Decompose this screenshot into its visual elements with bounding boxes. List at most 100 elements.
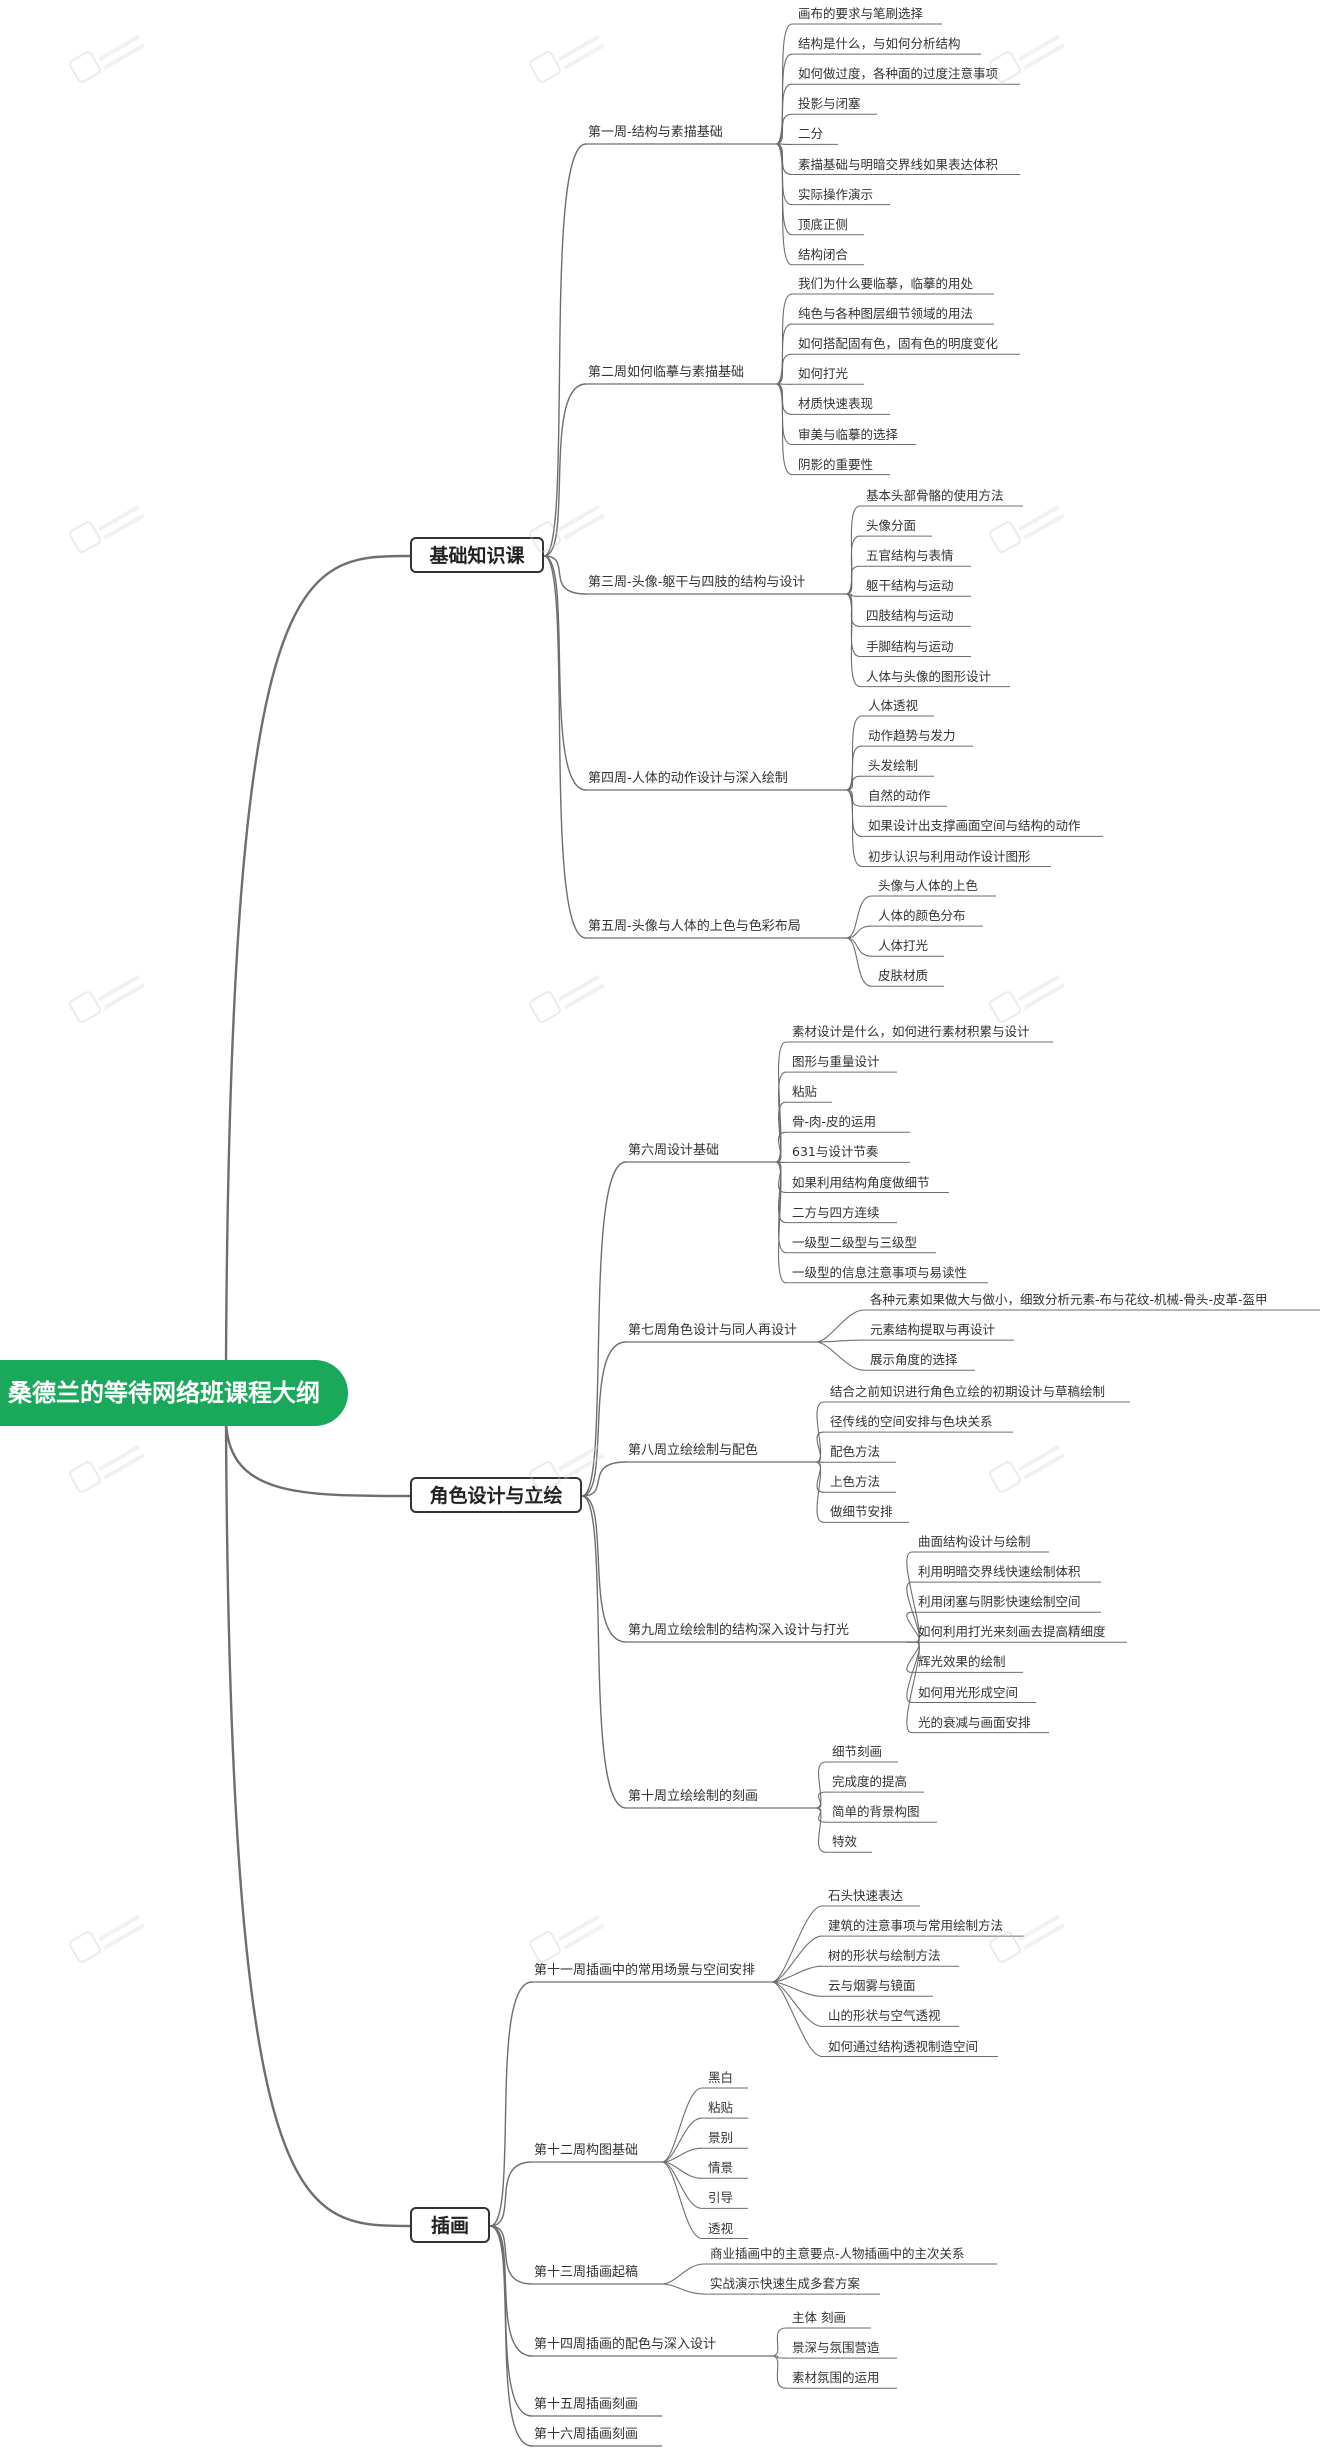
leaf-node[interactable]: 元素结构提取与再设计: [870, 1322, 996, 1338]
leaf-node[interactable]: 手脚结构与运动: [866, 638, 954, 654]
leaf-node[interactable]: 商业插画中的主意要点-人物插画中的主次关系: [710, 2246, 965, 2261]
week-node[interactable]: 第五周-头像与人体的上色与色彩布局: [588, 919, 801, 934]
leaf-node[interactable]: 画布的要求与笔刷选择: [798, 6, 924, 21]
leaf-node[interactable]: 利用明暗交界线快速绘制体积: [918, 1564, 1081, 1580]
leaf-node[interactable]: 石头快速表达: [828, 1888, 904, 1903]
leaf-node[interactable]: 投影与闭塞: [798, 96, 861, 112]
week-node[interactable]: 第十四周插画的配色与深入设计: [534, 2337, 717, 2352]
leaf-node[interactable]: 辉光效果的绘制: [918, 1654, 1006, 1670]
leaf-node[interactable]: 如何利用打光来刻画去提高精细度: [918, 1624, 1106, 1640]
leaf-node[interactable]: 头像分面: [866, 518, 917, 534]
week-node[interactable]: 第二周如何临摹与素描基础: [588, 365, 745, 380]
leaf-node[interactable]: 结构是什么，与如何分析结构: [798, 36, 961, 52]
leaf-node[interactable]: 山的形状与空气透视: [828, 2008, 941, 2024]
leaf-node[interactable]: 云与烟雾与镜面: [828, 1978, 916, 1994]
leaf-node[interactable]: 自然的动作: [868, 788, 931, 804]
leaf-node[interactable]: 素描基础与明暗交界线如果表达体积: [798, 156, 999, 172]
leaf-node[interactable]: 透视: [708, 2220, 734, 2236]
leaf-node[interactable]: 径传线的空间安排与色块关系: [830, 1414, 993, 1430]
leaf-link: [775, 53, 793, 145]
leaf-node[interactable]: 基本头部骨骼的使用方法: [866, 488, 1004, 503]
leaf-node[interactable]: 建筑的注意事项与常用绘制方法: [828, 1918, 1004, 1934]
leaf-node[interactable]: 人体透视: [868, 698, 919, 713]
leaf-node[interactable]: 如果设计出支撑画面空间与结构的动作: [868, 818, 1081, 834]
leaf-node[interactable]: 材质快速表现: [798, 396, 874, 412]
week-node[interactable]: 第九周立绘绘制的结构深入设计与打光: [628, 1623, 850, 1638]
leaf-node[interactable]: 头发绘制: [868, 758, 919, 774]
leaf-node[interactable]: 审美与临摹的选择: [798, 426, 899, 442]
branch-node-0[interactable]: 基础知识课: [410, 537, 544, 573]
leaf-node[interactable]: 二分: [798, 126, 824, 142]
leaf-node[interactable]: 实战演示快速生成多套方案: [710, 2276, 861, 2292]
leaf-node[interactable]: 二方与四方连续: [792, 1204, 880, 1220]
leaf-node[interactable]: 展示角度的选择: [870, 1352, 958, 1368]
leaf-node[interactable]: 一级型的信息注意事项与易读性: [792, 1264, 968, 1280]
leaf-node[interactable]: 光的衰减与画面安排: [918, 1714, 1031, 1730]
leaf-node[interactable]: 人体打光: [878, 938, 929, 954]
leaf-node[interactable]: 四肢结构与运动: [866, 608, 954, 624]
leaf-node[interactable]: 头像与人体的上色: [878, 878, 979, 893]
leaf-node[interactable]: 景别: [708, 2130, 734, 2146]
leaf-node[interactable]: 结合之前知识进行角色立绘的初期设计与草稿绘制: [830, 1384, 1106, 1399]
leaf-node[interactable]: 如何通过结构透视制造空间: [828, 2038, 979, 2054]
leaf-node[interactable]: 上色方法: [830, 1474, 881, 1490]
week-node[interactable]: 第十周立绘绘制的刻画: [628, 1789, 759, 1804]
leaf-node[interactable]: 骨-肉-皮的运用: [792, 1114, 877, 1130]
leaf-node[interactable]: 我们为什么要临摹，临摹的用处: [798, 276, 974, 291]
week-node[interactable]: 第十五周插画刻画: [534, 2397, 639, 2412]
week-node[interactable]: 第十六周插画刻画: [534, 2427, 639, 2442]
leaf-node[interactable]: 动作趋势与发力: [868, 728, 956, 744]
leaf-node[interactable]: 皮肤材质: [878, 968, 929, 984]
leaf-node[interactable]: 做细节安排: [830, 1504, 893, 1520]
week-node[interactable]: 第六周设计基础: [628, 1143, 720, 1158]
leaf-node[interactable]: 如果利用结构角度做细节: [792, 1174, 930, 1190]
leaf-node[interactable]: 细节刻画: [832, 1744, 883, 1759]
week-node[interactable]: 第十二周构图基础: [534, 2143, 639, 2158]
leaf-node[interactable]: 树的形状与绘制方法: [828, 1948, 941, 1964]
leaf-node[interactable]: 配色方法: [830, 1444, 881, 1460]
leaf-node[interactable]: 躯干结构与运动: [866, 578, 954, 594]
leaf-node[interactable]: 如何打光: [798, 366, 849, 382]
leaf-node[interactable]: 顶底正侧: [798, 216, 849, 232]
leaf-node[interactable]: 各种元素如果做大与做小，细致分析元素-布与花纹-机械-骨头-皮革-盔甲: [870, 1292, 1268, 1307]
week-node[interactable]: 第一周-结构与素描基础: [588, 125, 723, 140]
leaf-node[interactable]: 简单的背景构图: [832, 1804, 920, 1820]
leaf-node[interactable]: 素材氛围的运用: [792, 2370, 880, 2386]
leaf-node[interactable]: 如何用光形成空间: [918, 1684, 1019, 1700]
leaf-node[interactable]: 粘贴: [792, 1084, 818, 1100]
leaf-node[interactable]: 曲面结构设计与绘制: [918, 1534, 1031, 1549]
leaf-node[interactable]: 主体 刻画: [792, 2310, 846, 2325]
week-node[interactable]: 第四周-人体的动作设计与深入绘制: [588, 771, 788, 786]
leaf-node[interactable]: 粘贴: [708, 2100, 734, 2116]
root-node[interactable]: 桑德兰的等待网络班课程大纲: [0, 1360, 348, 1426]
leaf-node[interactable]: 纯色与各种图层细节领域的用法: [798, 306, 974, 322]
week-node[interactable]: 第十三周插画起稿: [534, 2265, 639, 2280]
leaf-node[interactable]: 黑白: [708, 2070, 734, 2085]
leaf-node[interactable]: 初步认识与利用动作设计图形: [868, 848, 1031, 864]
leaf-node[interactable]: 利用闭塞与阴影快速绘制空间: [918, 1594, 1081, 1610]
leaf-node[interactable]: 景深与氛围营造: [792, 2340, 880, 2356]
week-node[interactable]: 第三周-头像-躯干与四肢的结构与设计: [588, 575, 806, 590]
leaf-node[interactable]: 如何做过度，各种面的过度注意事项: [798, 66, 999, 82]
leaf-node[interactable]: 631与设计节奏: [792, 1144, 879, 1160]
leaf-node[interactable]: 实际操作演示: [798, 186, 874, 202]
week-node[interactable]: 第八周立绘绘制与配色: [628, 1443, 759, 1458]
leaf-node[interactable]: 五官结构与表情: [866, 548, 954, 564]
leaf-node[interactable]: 结构闭合: [798, 246, 849, 262]
branch-node-2[interactable]: 插画: [410, 2207, 490, 2243]
leaf-node[interactable]: 人体的颜色分布: [878, 908, 966, 924]
branch-node-1[interactable]: 角色设计与立绘: [410, 1477, 582, 1513]
leaf-node[interactable]: 引导: [708, 2190, 734, 2206]
week-node[interactable]: 第七周角色设计与同人再设计: [628, 1323, 798, 1338]
leaf-node[interactable]: 素材设计是什么，如何进行素材积累与设计: [792, 1024, 1030, 1039]
leaf-node[interactable]: 完成度的提高: [832, 1774, 908, 1790]
leaf-node[interactable]: 情景: [708, 2160, 734, 2176]
week-node[interactable]: 第十一周插画中的常用场景与空间安排: [534, 1963, 756, 1978]
leaf-node[interactable]: 阴影的重要性: [798, 456, 874, 472]
leaf-node[interactable]: 一级型二级型与三级型: [792, 1234, 918, 1250]
leaf-node[interactable]: 特效: [832, 1834, 858, 1850]
leaf-node[interactable]: 图形与重量设计: [792, 1054, 880, 1070]
leaf-node[interactable]: 人体与头像的图形设计: [866, 668, 992, 684]
leaf-node[interactable]: 如何搭配固有色，固有色的明度变化: [798, 336, 999, 352]
